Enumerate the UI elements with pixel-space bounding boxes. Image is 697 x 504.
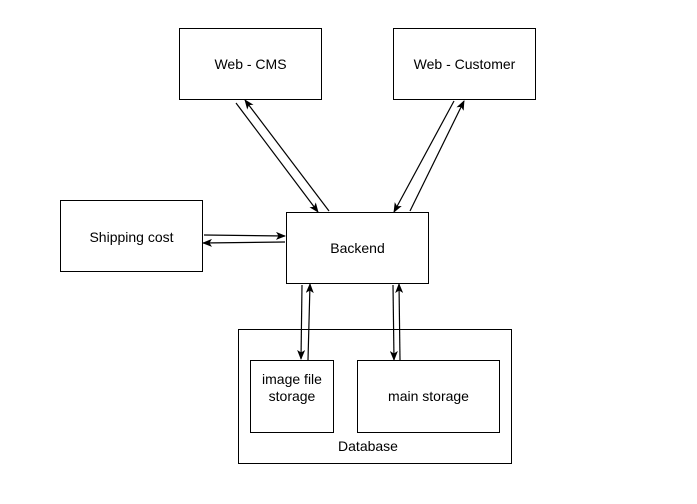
backend-label: Backend — [330, 240, 384, 256]
main-storage-box — [357, 360, 500, 433]
web-cms-node: Web - CMS — [179, 28, 322, 100]
main-storage-label: main storage — [388, 388, 469, 404]
database-label: Database — [338, 438, 398, 454]
shipping-cost-node: Shipping cost — [60, 200, 203, 272]
image-file-storage-node: image file storage — [250, 360, 334, 433]
arrow-main-storage-to-backend — [395, 283, 404, 361]
image-file-storage-label-line-2: storage — [269, 388, 316, 404]
edges — [202, 99, 465, 361]
web-customer-box — [393, 28, 536, 100]
arrow-image-file-storage-to-backend — [305, 283, 314, 361]
arrow-web-cms-to-backend — [235, 102, 319, 213]
web-cms-box — [179, 28, 322, 100]
web-customer-node: Web - Customer — [393, 28, 536, 100]
shipping-cost-box — [60, 200, 203, 272]
web-cms-label: Web - CMS — [214, 56, 286, 72]
arrow-web-customer-to-backend — [393, 100, 455, 213]
arrow-shipping-cost-to-backend — [203, 231, 286, 240]
arrow-backend-to-web-customer — [409, 100, 465, 212]
main-storage-node: main storage — [357, 360, 500, 433]
image-file-storage-label-line-1: image file — [262, 371, 322, 387]
backend-node: Backend — [286, 212, 429, 284]
web-customer-label: Web - Customer — [414, 56, 516, 72]
arrow-backend-to-main-storage — [389, 284, 398, 361]
arrow-backend-to-image-file-storage — [297, 284, 306, 360]
arrow-backend-to-shipping-cost — [202, 238, 286, 247]
database-node: Database image file storage main storage — [238, 329, 512, 464]
backend-box — [286, 212, 429, 284]
image-file-storage-box — [250, 360, 334, 433]
shipping-cost-label: Shipping cost — [89, 229, 173, 245]
arrow-backend-to-web-cms — [244, 99, 330, 212]
